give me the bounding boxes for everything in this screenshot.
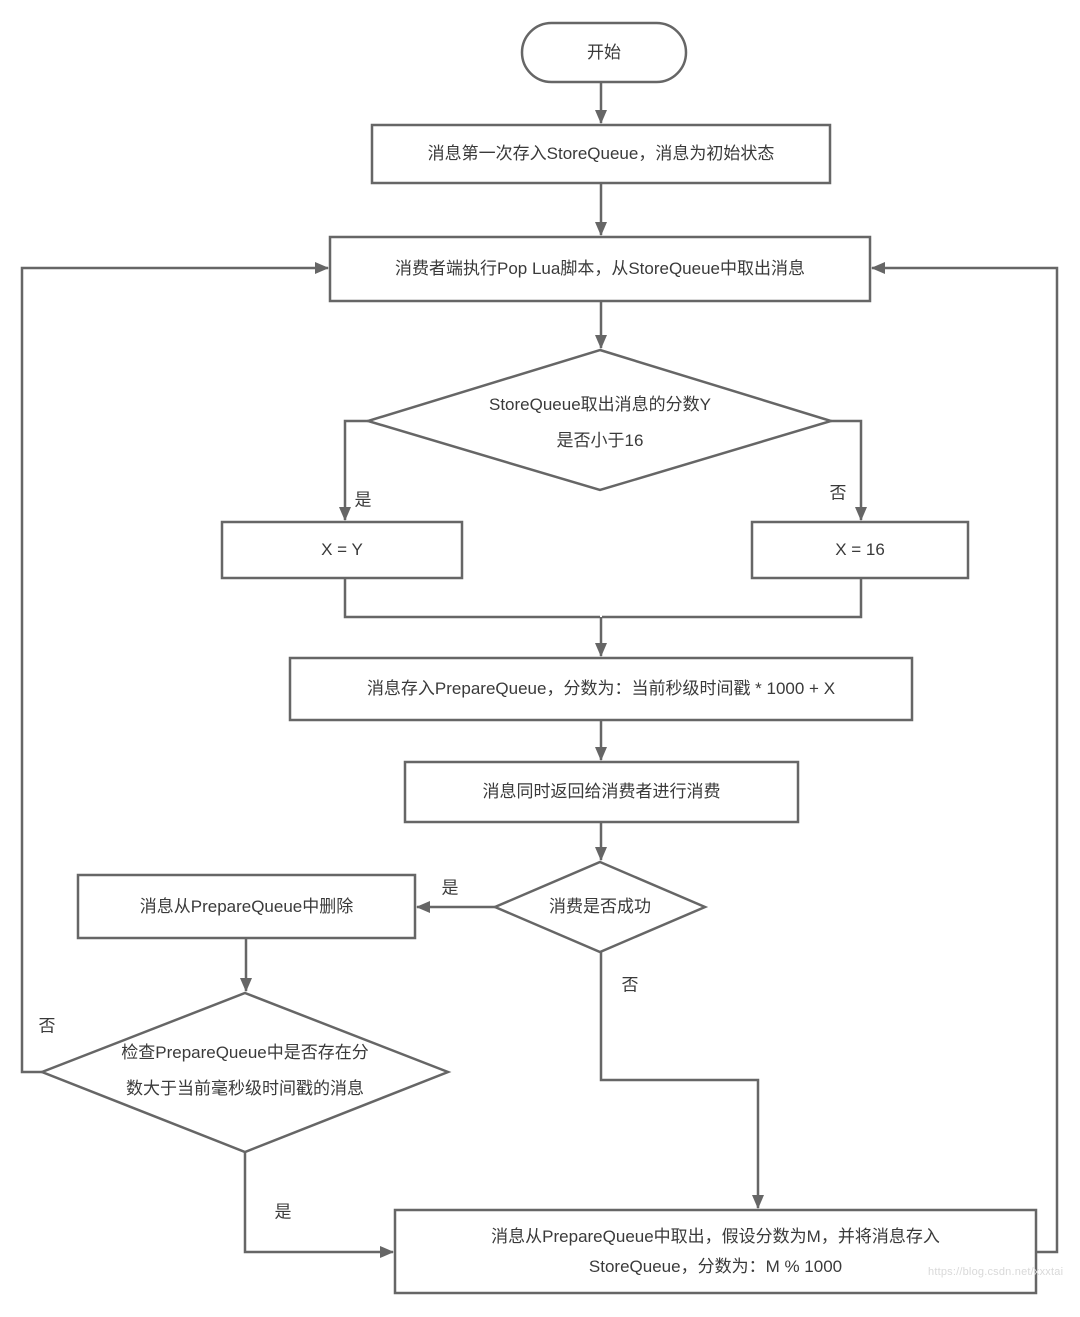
start-terminator-shape [520,21,688,84]
prepare-store-box-shape [288,656,914,722]
pop-lua-box-shape [328,235,872,303]
store-initial-box-shape [370,123,832,185]
consume-check-diamond-shape [491,860,709,954]
return-consumer-box-shape [403,760,800,824]
edge-timeoutcheck-no-loop [20,262,329,1074]
delete-prepare-box-shape [76,873,417,940]
edge-scorecheck-yes [339,419,368,521]
timeout-check-diamond-shape [38,991,452,1154]
edge-requeue-loop [871,262,1059,1254]
x-eq-y-box-shape [220,520,464,580]
edge-consumecheck-no [599,952,764,1209]
edge-xeq16-merge [602,578,863,619]
edge-xeqy-merge [343,578,600,619]
edge-scorecheck-no [831,419,867,521]
edge-timeoutcheck-yes [243,1152,394,1258]
score-check-diamond-shape [363,348,836,492]
x-eq-16-box-shape [750,520,970,580]
requeue-box-shape [393,1208,1038,1295]
